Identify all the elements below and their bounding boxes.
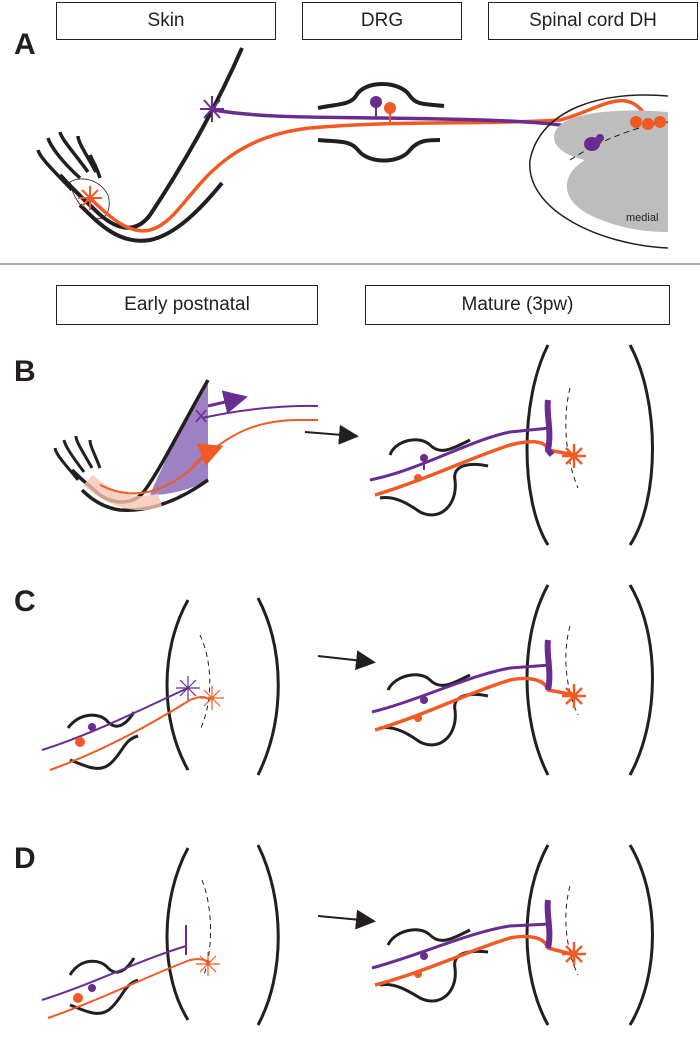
spinal-cord-outline [529, 94, 669, 249]
header-early-postnatal: Early postnatal [56, 285, 318, 325]
panel-a-illustration [36, 47, 669, 249]
orange-central-terminal [630, 116, 666, 130]
orange-drg-soma [384, 102, 396, 114]
drg-outline-top [317, 82, 445, 110]
drg-outline-bottom [317, 138, 441, 163]
purple-central-terminal [584, 134, 604, 151]
panel-letter-d: D [14, 842, 36, 875]
header-mature-3pw: Mature (3pw) [365, 285, 670, 325]
mature-c [371, 584, 654, 776]
mature-d [371, 844, 654, 1026]
mature-b [369, 344, 654, 546]
purple-drg-soma [370, 96, 382, 108]
orange-terminal-skin [78, 186, 102, 210]
purple-terminal-skin [200, 96, 224, 122]
orange-afferent-fiber [88, 98, 652, 233]
header-skin: Skin [56, 2, 276, 40]
panel-letter-b: B [14, 355, 36, 388]
header-drg: DRG [302, 2, 462, 40]
gray-matter [554, 110, 668, 232]
early-c [41, 597, 280, 776]
limb-outline [58, 47, 244, 230]
header-spinal-cord-dh: Spinal cord DH [488, 2, 698, 40]
lamina-boundary [569, 121, 669, 161]
transition-arrow-d [317, 909, 376, 930]
panel-b-early [53, 379, 319, 512]
paw-icon [36, 131, 102, 192]
medial-label: medial [626, 212, 659, 224]
limb-outline-lower [78, 181, 224, 243]
panel-letter-a: A [14, 28, 36, 61]
panel-letter-c: C [14, 585, 36, 618]
transition-arrow-c [317, 650, 376, 671]
transition-arrow-b [304, 424, 359, 445]
early-d [41, 844, 280, 1026]
